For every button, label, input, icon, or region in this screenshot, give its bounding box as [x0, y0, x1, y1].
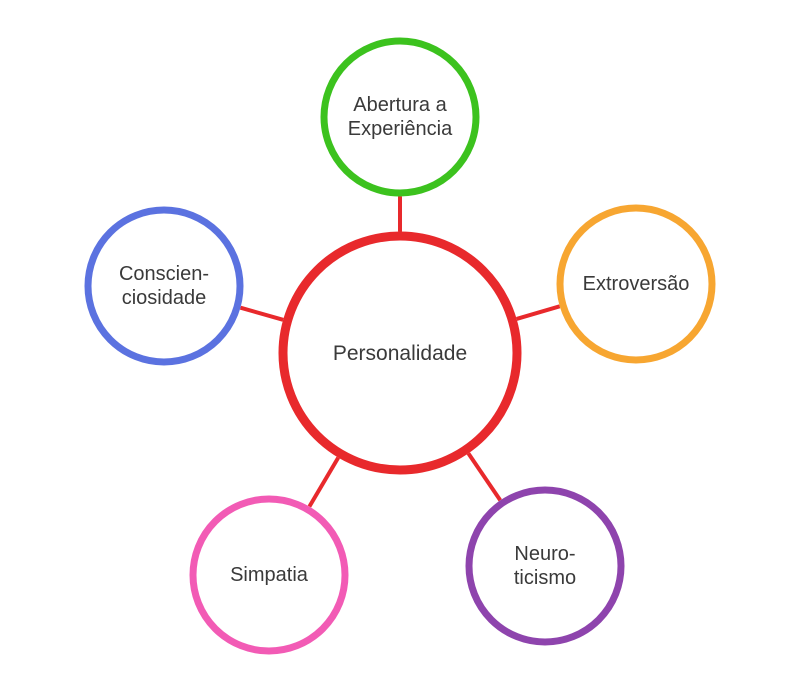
- node-simpatia-circle: [189, 495, 349, 655]
- node-neuroticismo-label-line: ticismo: [514, 567, 576, 589]
- node-simpatia-label: Simpatia: [230, 564, 309, 586]
- node-abertura-circle: [320, 37, 480, 197]
- node-conscienciosidade-label-line: ciosidade: [122, 287, 207, 309]
- node-personalidade-label: Personalidade: [333, 342, 467, 365]
- connectors: [239, 196, 561, 508]
- node-personalidade-label-line: Personalidade: [333, 342, 467, 365]
- node-personalidade-circle: [278, 231, 522, 475]
- node-abertura-label-line: Abertura a: [353, 94, 447, 116]
- node-extroversao-circle: [556, 204, 716, 364]
- connector-extroversao: [516, 304, 561, 321]
- connector-simpatia: [307, 456, 340, 508]
- node-extroversao-label-line: Extroversão: [583, 273, 690, 295]
- node-conscienciosidade-label: Conscien-ciosidade: [119, 263, 209, 309]
- node-conscienciosidade-label-line: Conscien-: [119, 263, 209, 285]
- connector-neuroticismo: [466, 452, 502, 502]
- node-conscienciosidade-circle: [84, 206, 244, 366]
- node-extroversao-label: Extroversão: [583, 273, 690, 295]
- node-neuroticismo-label-line: Neuro-: [514, 543, 575, 565]
- node-simpatia-label-line: Simpatia: [230, 564, 309, 586]
- node-neuroticismo-label: Neuro-ticismo: [514, 543, 576, 589]
- node-neuroticismo-circle: [465, 486, 625, 646]
- connector-conscienciosidade: [239, 305, 284, 322]
- node-abertura-label-line: Experiência: [348, 118, 453, 140]
- circles: [84, 37, 716, 655]
